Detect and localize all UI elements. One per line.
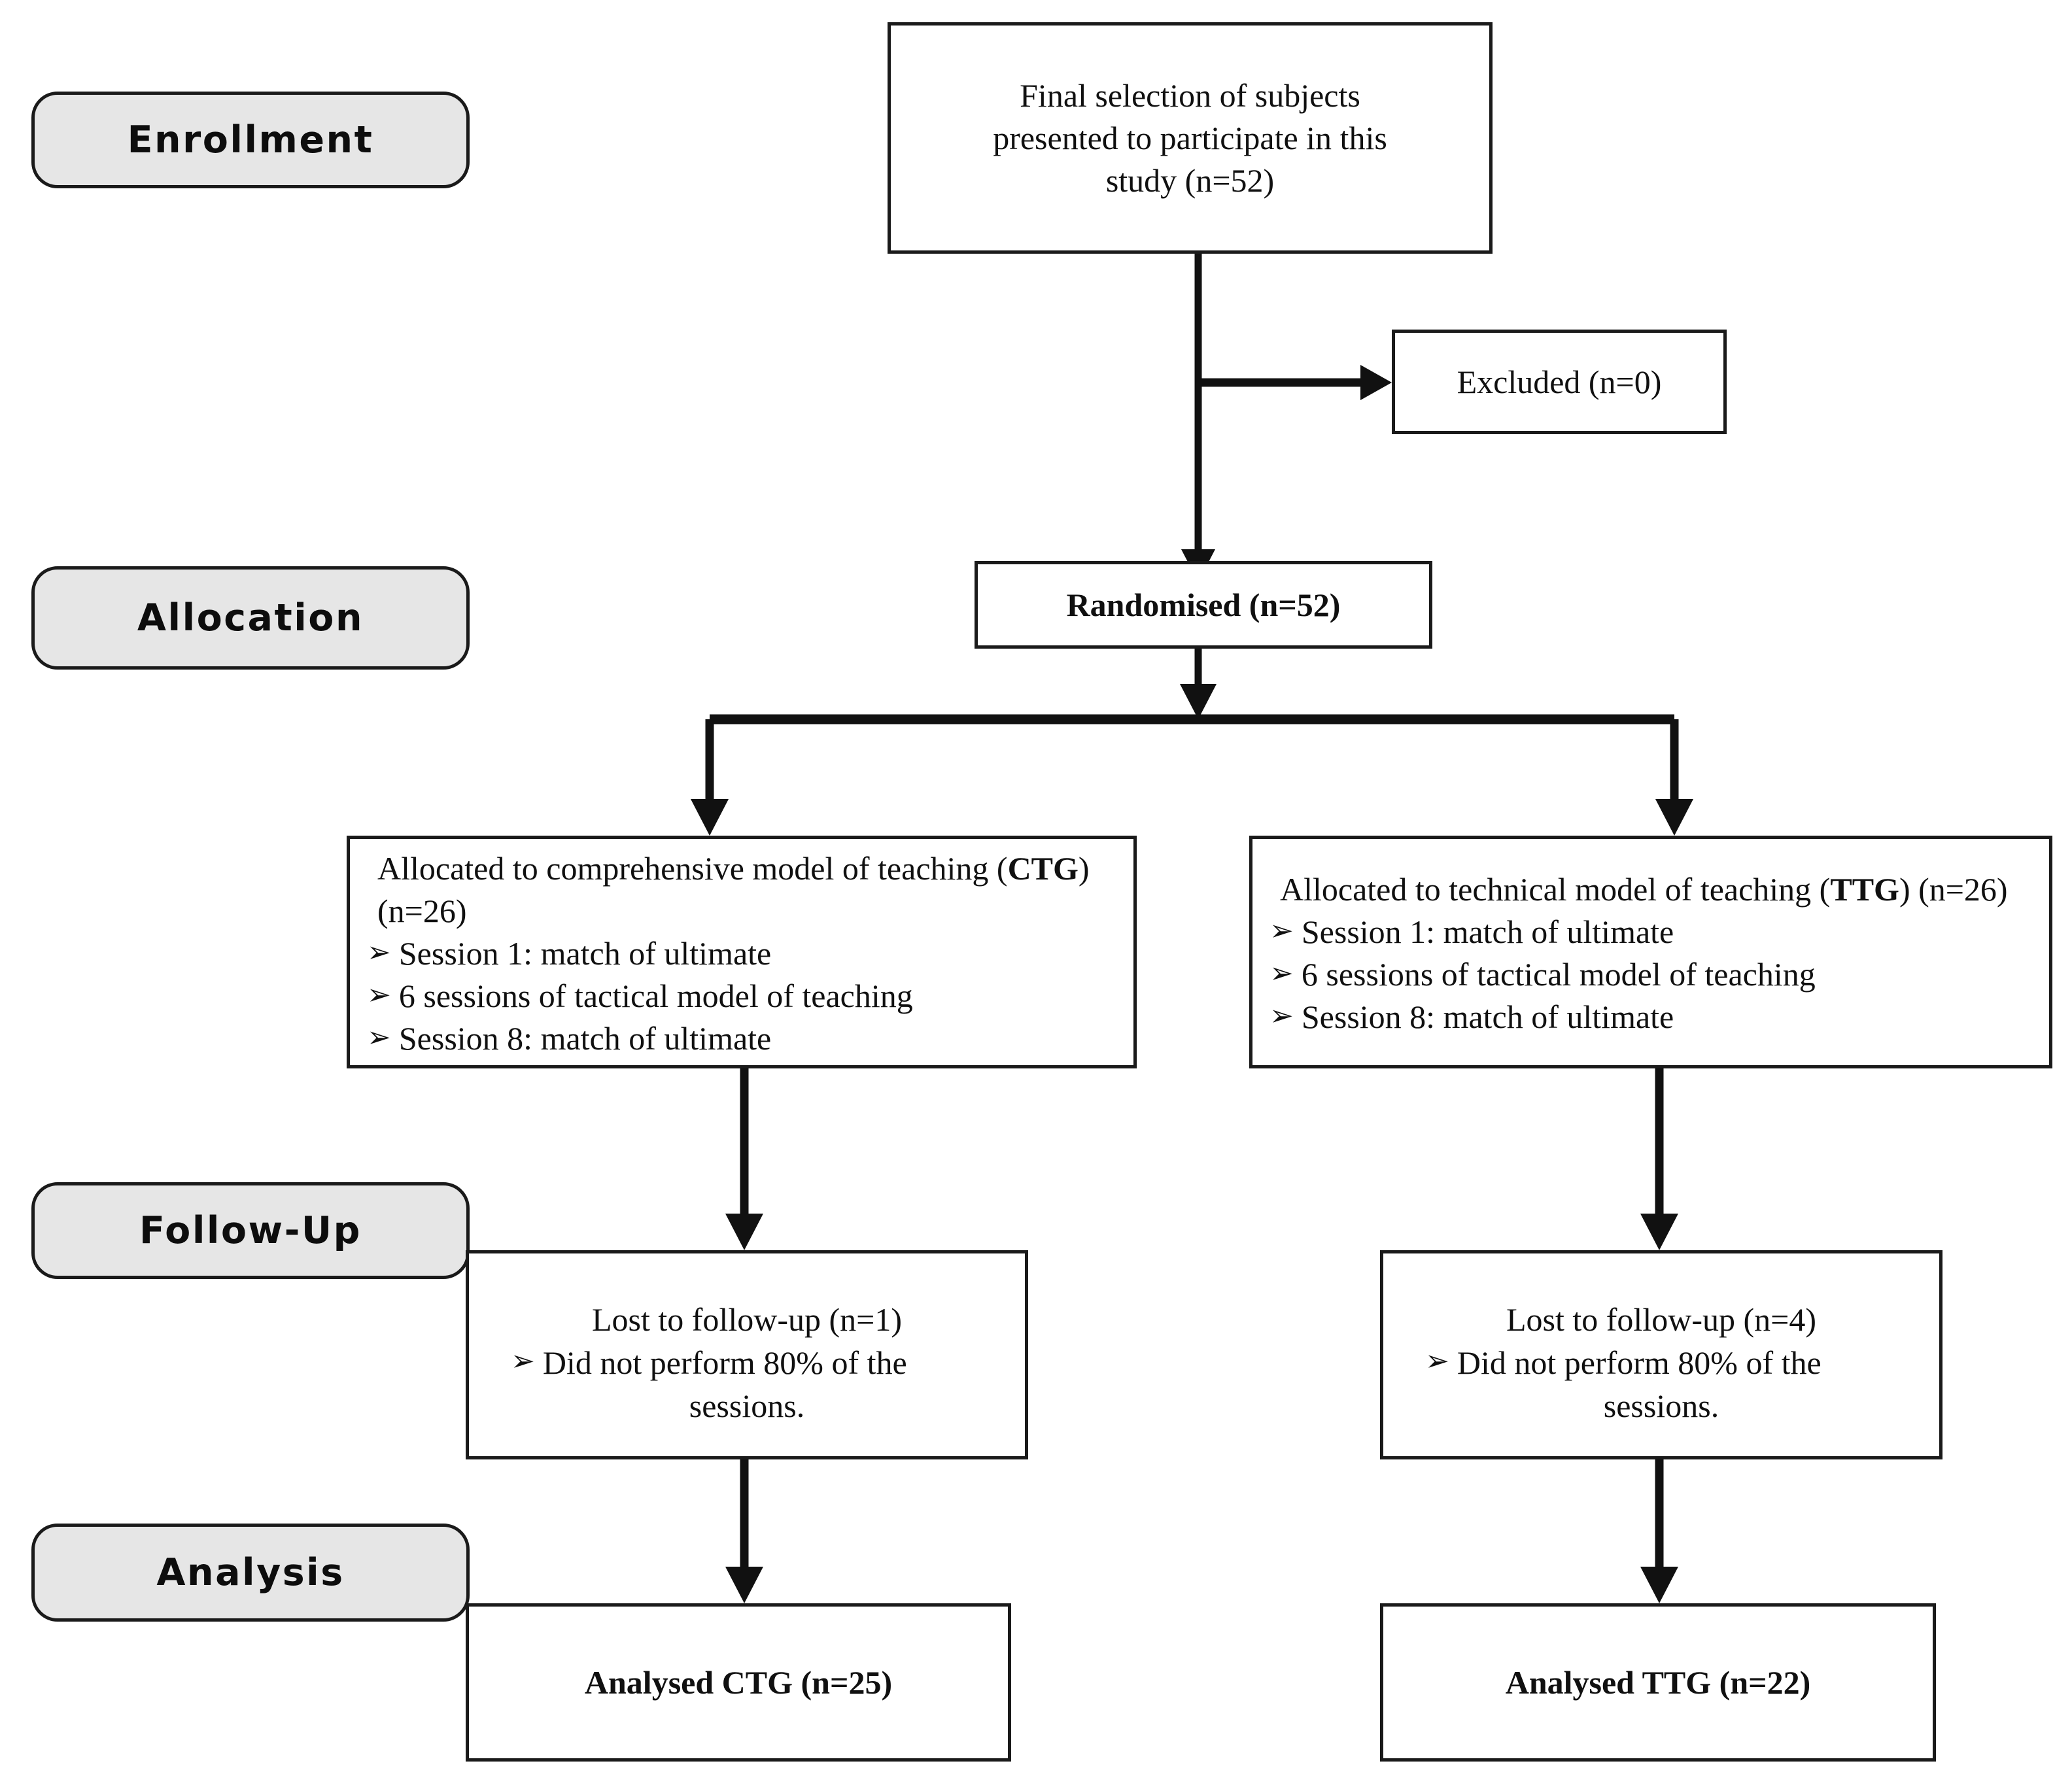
box-followup-ctg: Lost to follow-up (n=1) ➢ Did not perfor… [466,1250,1028,1459]
arrow-bullet-icon: ➢ [1269,957,1294,990]
box-allocation-ttg: Allocated to technical model of teaching… [1249,836,2052,1068]
box-excluded: Excluded (n=0) [1392,330,1727,434]
stage-label-follow-up: Follow-Up [31,1182,470,1279]
box-followup-ctg-bullet: ➢ Did not perform 80% of the [485,1341,1009,1384]
box-analysis-ttg-text: Analysed TTG (n=22) [1505,1663,1811,1701]
box-allocation-ctg-bullet-1: ➢ Session 1: match of ultimate [367,932,1116,975]
box-allocation-ttg-bullet-2-text: 6 sessions of tactical model of teaching [1301,956,1816,993]
stage-label-allocation-text: Allocation [137,596,364,639]
connector-split-to-allocation-left [691,719,729,836]
stage-label-follow-up-text: Follow-Up [139,1209,362,1252]
box-excluded-text: Excluded (n=0) [1457,363,1662,400]
box-analysis-ctg: Analysed CTG (n=25) [466,1603,1011,1762]
box-enrollment-total-line-2: presented to participate in this [993,119,1387,156]
box-allocation-ttg-lead-suffix: ) (n=26) [1899,871,2008,908]
box-enrollment-total-line-3: study (n=52) [1105,162,1275,199]
box-allocation-ctg-lead-suffix: ) (n=26) [377,849,1090,929]
box-analysis-ctg-text: Analysed CTG (n=25) [584,1663,893,1701]
connector-enrollment-to-randomised [1181,254,1215,582]
stage-label-enrollment-text: Enrollment [127,118,374,162]
box-allocation-ttg-bullet-1-text: Session 1: match of ultimate [1301,913,1674,950]
box-allocation-ctg-group-code: CTG [1007,849,1079,887]
box-allocation-ttg-lead: Allocated to technical model of teaching… [1269,868,2032,911]
box-allocation-ctg-bullet-3: ➢ Session 8: match of ultimate [367,1017,1116,1060]
box-allocation-ctg-lead-prefix: Allocated to comprehensive model of teac… [377,849,1008,887]
box-followup-ttg-bullet: ➢ Did not perform 80% of the [1399,1341,1924,1384]
box-followup-ttg-headline: Lost to follow-up (n=4) [1506,1301,1816,1338]
stage-label-analysis-text: Analysis [156,1551,345,1594]
stage-label-analysis: Analysis [31,1524,470,1622]
box-allocation-ttg-bullet-3-text: Session 8: match of ultimate [1301,998,1674,1035]
box-enrollment-total: Final selection of subjects presented to… [888,22,1493,254]
box-allocation-ttg-lead-prefix: Allocated to technical model of teaching… [1280,871,1831,908]
connector-allocation-to-followup-left [725,1068,763,1250]
box-followup-ctg-bullet-text: Did not perform 80% of the [542,1344,907,1381]
connector-allocation-to-followup-right [1640,1068,1678,1250]
arrow-bullet-icon: ➢ [1269,914,1294,947]
box-followup-ctg-bullet-tail: sessions. [689,1388,805,1424]
box-followup-ctg-headline: Lost to follow-up (n=1) [592,1301,902,1338]
arrow-bullet-icon: ➢ [1425,1344,1449,1378]
stage-label-allocation: Allocation [31,566,470,670]
connector-followup-to-analysis-right [1640,1459,1678,1603]
stage-label-enrollment: Enrollment [31,92,470,188]
box-enrollment-total-line-1: Final selection of subjects [1020,77,1360,114]
connector-split-to-allocation-right [1655,719,1693,836]
box-allocation-ttg-bullet-2: ➢ 6 sessions of tactical model of teachi… [1269,953,2032,996]
arrow-bullet-icon: ➢ [511,1344,535,1378]
connector-to-excluded [1198,365,1392,400]
box-allocation-ctg-bullet-3-text: Session 8: match of ultimate [398,1019,772,1057]
box-allocation-ctg-bullet-2-text: 6 sessions of tactical model of teaching [398,977,913,1014]
box-followup-ttg-bullet-text: Did not perform 80% of the [1457,1344,1822,1381]
arrow-bullet-icon: ➢ [367,1020,391,1054]
box-allocation-ctg-lead: Allocated to comprehensive model of teac… [367,847,1116,932]
box-allocation-ttg-group-code: TTG [1830,871,1899,908]
box-randomised: Randomised (n=52) [975,561,1432,649]
box-allocation-ctg: Allocated to comprehensive model of teac… [347,836,1137,1068]
box-followup-ttg: Lost to follow-up (n=4) ➢ Did not perfor… [1380,1250,1943,1459]
box-allocation-ctg-bullet-1-text: Session 1: match of ultimate [398,934,772,972]
box-followup-ttg-bullet-tail: sessions. [1603,1388,1719,1424]
box-allocation-ttg-bullet-3: ➢ Session 8: match of ultimate [1269,996,2032,1038]
arrow-bullet-icon: ➢ [1269,999,1294,1032]
box-allocation-ttg-bullet-1: ➢ Session 1: match of ultimate [1269,911,2032,953]
box-allocation-ctg-bullet-2: ➢ 6 sessions of tactical model of teachi… [367,975,1116,1017]
arrow-bullet-icon: ➢ [367,935,391,969]
connector-followup-to-analysis-left [725,1459,763,1603]
box-randomised-text: Randomised (n=52) [1066,586,1341,623]
connector-randomised-to-split [1180,647,1217,719]
box-analysis-ttg: Analysed TTG (n=22) [1380,1603,1936,1762]
arrow-bullet-icon: ➢ [367,978,391,1012]
